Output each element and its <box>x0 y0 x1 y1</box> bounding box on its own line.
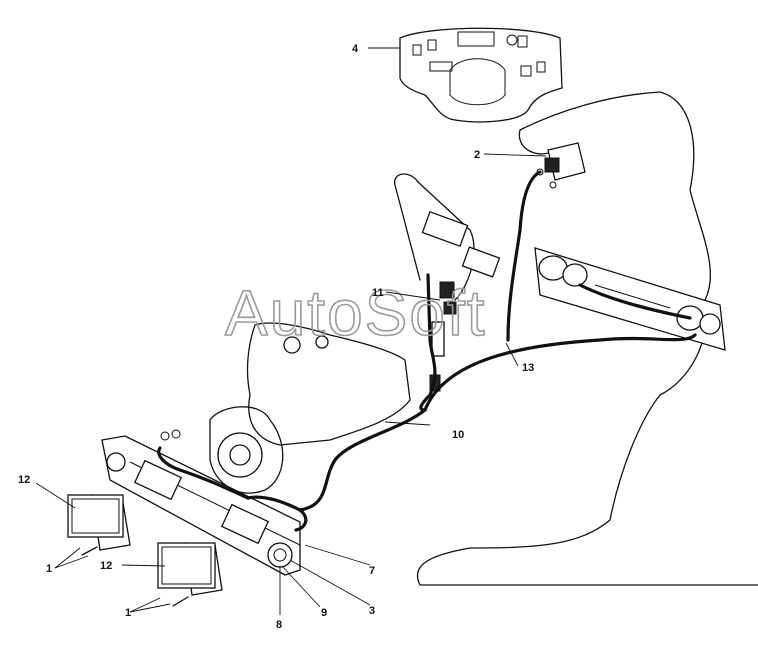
watermark: AutoSoft <box>225 277 487 349</box>
callout-12-upper: 12 <box>18 474 30 486</box>
callout-8: 8 <box>276 619 282 631</box>
headlamp-lower <box>157 542 223 596</box>
callout-1-upper: 1 <box>46 563 52 575</box>
wiring-harness <box>157 170 697 532</box>
callout-3: 3 <box>369 605 375 617</box>
bulb-bolts <box>81 546 189 607</box>
callout-2: 2 <box>474 149 480 161</box>
callout-12-lower: 12 <box>100 560 112 572</box>
leader-lines <box>35 47 547 615</box>
steering-bracket <box>394 173 501 301</box>
work-lamp <box>536 142 586 189</box>
callout-10: 10 <box>452 429 464 441</box>
instrument-panel <box>399 27 563 123</box>
callout-9: 9 <box>321 607 327 619</box>
callout-11: 11 <box>372 287 384 299</box>
callout-13: 13 <box>522 362 534 374</box>
callout-4: 4 <box>352 43 359 55</box>
front-light-bar <box>101 435 301 576</box>
callouts: 4 2 11 13 10 12 1 12 1 7 3 9 8 <box>18 43 534 631</box>
callout-1-lower: 1 <box>125 607 131 619</box>
headlamp-upper <box>67 494 131 551</box>
callout-7: 7 <box>369 565 375 577</box>
